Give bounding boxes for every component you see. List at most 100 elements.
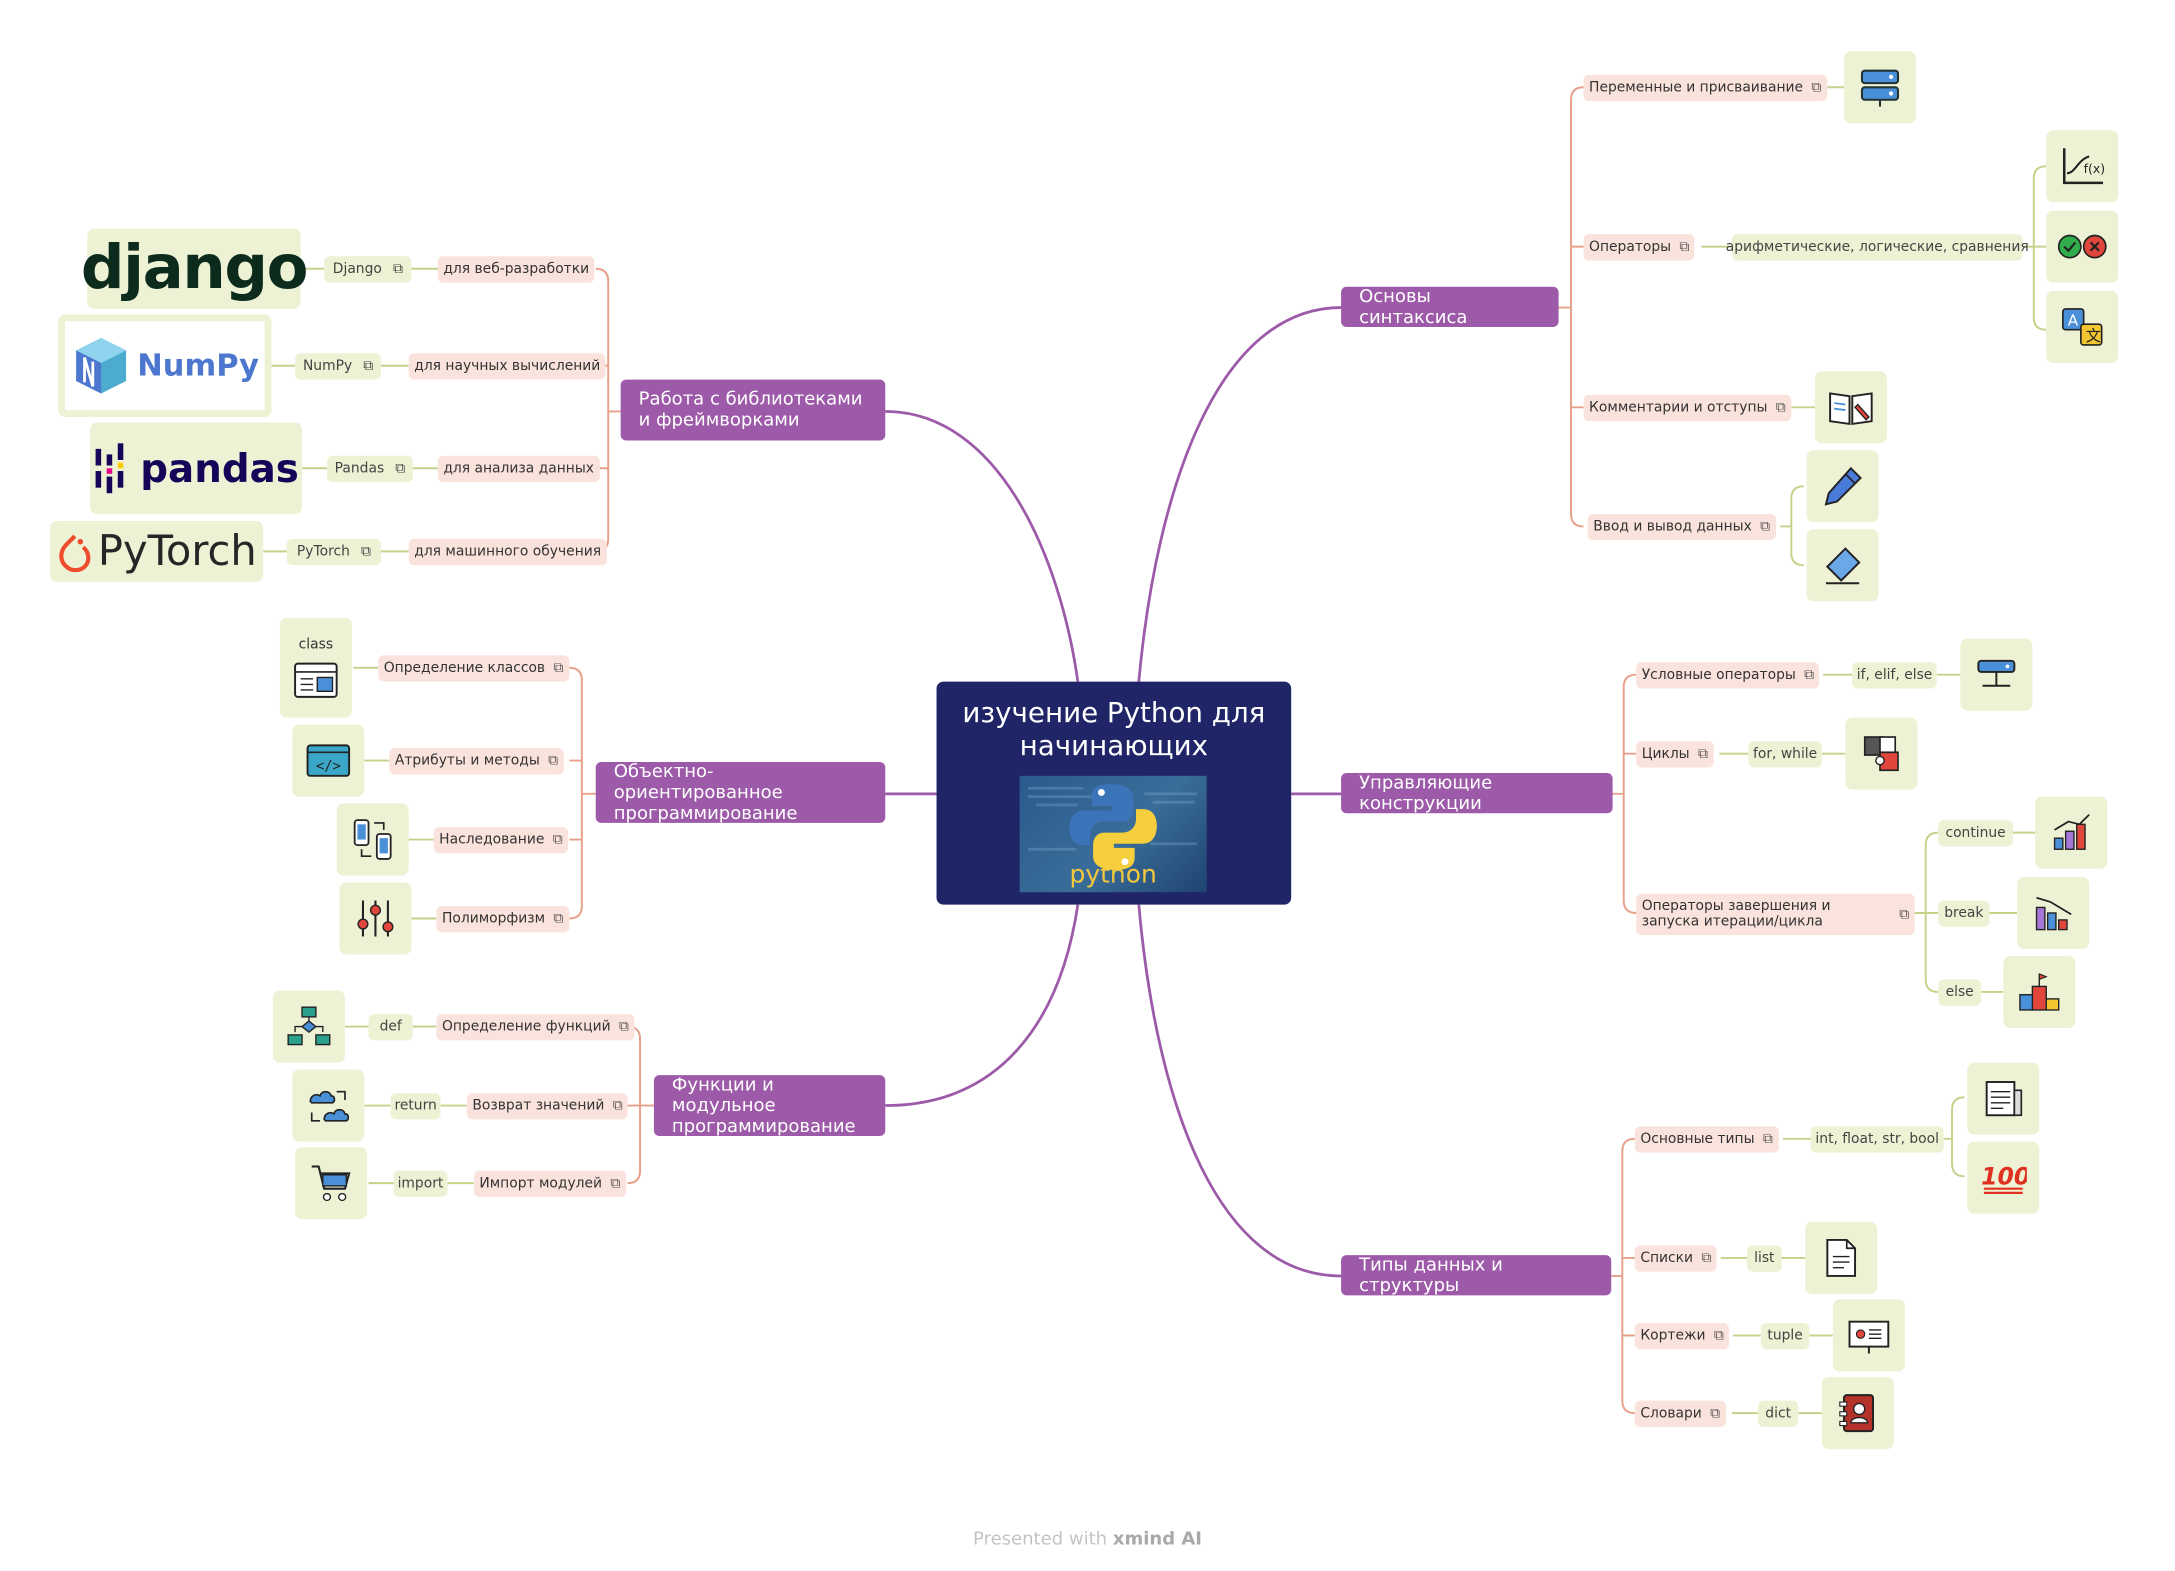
topic-ml[interactable]: для машинного обучения [408,538,607,566]
external-link-icon[interactable]: ⧉ [1701,1251,1712,1267]
topic-comments-label: Комментарии и отступы [1589,400,1768,416]
import-keyword: import [393,1170,448,1197]
external-link-icon[interactable]: ⧉ [1760,519,1771,535]
branch-syntax[interactable]: Основы синтаксиса [1341,286,1559,328]
pandas-link[interactable]: Pandas⧉ [326,455,413,483]
external-link-icon[interactable]: ⧉ [1899,906,1910,922]
topic-tuples-label: Кортежи [1640,1328,1706,1344]
topic-return-values-label: Возврат значений [472,1098,605,1114]
topic-web-dev[interactable]: для веб-разработки [437,256,595,283]
topic-tuples[interactable]: Кортежи ⧉ [1634,1323,1730,1350]
topic-web-dev-label: для веб-разработки [443,261,590,278]
topic-conditional-label: Условные операторы [1641,667,1796,684]
numpy-logo: NumPy [58,314,272,418]
topic-operators-label: Операторы [1589,239,1672,255]
cloud-sync-icon [309,1090,350,1122]
topic-basic-types[interactable]: Основные типы⧉ [1634,1126,1779,1153]
branch-libraries[interactable]: Работа с библиотеками и фреймворками [620,379,886,441]
topic-comments[interactable]: Комментарии и отступы ⧉ [1583,394,1792,422]
external-link-icon[interactable]: ⧉ [618,1019,629,1035]
external-link-icon[interactable]: ⧉ [1762,1131,1773,1148]
polymorphism-image [339,882,412,955]
pytorch-link[interactable]: PyTorch⧉ [286,538,381,566]
presentation-board-icon [1848,1320,1890,1354]
footer-attribution: Presented with xmind AI [0,1529,2175,1550]
topic-conditional[interactable]: Условные операторы ⧉ [1636,662,1820,689]
shopping-cart-icon [311,1165,351,1202]
branch-functions[interactable]: Функции и модульное программирование [653,1074,886,1137]
topic-loops[interactable]: Циклы ⧉ [1636,741,1714,768]
django-link[interactable]: Django⧉ [324,256,412,283]
pen-icon [1824,466,1862,506]
branch-oop[interactable]: Объектно-ориентированное программировани… [595,761,886,824]
topic-io-label: Ввод и вывод данных [1593,519,1752,535]
svg-text:100: 100 [1981,1163,2027,1191]
pandas-logo-text: pandas [140,445,299,492]
svg-text:A: A [2068,312,2079,330]
topic-loop-ops[interactable]: Операторы завершения и запуска итерации/… [1636,893,1915,936]
external-link-icon[interactable]: ⧉ [610,1176,621,1192]
topic-dicts-label: Словари [1640,1406,1702,1422]
topic-variables[interactable]: Переменные и присваивание ⧉ [1583,74,1827,102]
topic-io[interactable]: Ввод и вывод данных ⧉ [1587,513,1776,541]
topic-operators[interactable]: Операторы ⧉ [1583,234,1695,261]
topic-lists[interactable]: Списки⧉ [1634,1245,1717,1272]
topic-dicts[interactable]: Словари ⧉ [1634,1400,1726,1427]
basic-types-keywords: int, float, str, bool [1810,1126,1944,1153]
topic-import-modules[interactable]: Импорт модулей ⧉ [473,1170,626,1197]
podium-icon [2019,973,2060,1011]
topic-polymorphism-label: Полиморфизм [441,911,546,927]
python-wordmark: python [1069,860,1157,890]
svg-text:文: 文 [2086,327,2101,345]
external-link-icon[interactable]: ⧉ [360,544,371,560]
external-link-icon[interactable]: ⧉ [1679,239,1690,255]
topic-inheritance[interactable]: Наследование⧉ [433,827,569,854]
branch-control[interactable]: Управляющие конструкции [1341,772,1613,814]
topic-loops-label: Циклы [1641,746,1690,762]
external-link-icon[interactable]: ⧉ [553,911,564,927]
external-link-icon[interactable]: ⧉ [1697,746,1708,762]
branch-types[interactable]: Типы данных и структуры [1341,1254,1612,1296]
topic-polymorphism[interactable]: Полиморфизм ⧉ [436,906,569,933]
variables-image [1843,51,1917,124]
topic-data-analysis[interactable]: для анализа данных [437,455,600,483]
external-link-icon[interactable]: ⧉ [1804,667,1815,684]
topic-import-modules-label: Импорт модулей [479,1176,603,1192]
external-link-icon[interactable]: ⧉ [552,832,563,848]
external-link-icon[interactable]: ⧉ [548,753,558,769]
def-keyword: def [368,1014,413,1041]
external-link-icon[interactable]: ⧉ [392,261,403,278]
loops-keywords: for, while [1748,741,1822,768]
external-link-icon[interactable]: ⧉ [612,1098,623,1114]
chart-up-icon [2053,813,2090,850]
browser-window-icon [294,661,338,698]
topic-classes-label: Определение классов [383,660,546,677]
topic-define-functions[interactable]: Определение функций⧉ [436,1014,635,1041]
pytorch-flame-icon [58,534,90,573]
topic-attributes[interactable]: Атрибуты и методы ⧉ [389,748,564,775]
external-link-icon[interactable]: ⧉ [553,660,564,677]
external-link-icon[interactable]: ⧉ [1710,1406,1720,1422]
external-link-icon[interactable]: ⧉ [1713,1328,1724,1344]
external-link-icon[interactable]: ⧉ [395,461,406,477]
topic-attributes-label: Атрибуты и методы [394,753,540,769]
operators-description: арифметические, логические, сравнения [1726,234,2029,261]
external-link-icon[interactable]: ⧉ [1811,80,1822,96]
tuples-image [1832,1299,1905,1372]
topic-return-values[interactable]: Возврат значений ⧉ [466,1093,629,1120]
import-modules-image [295,1147,368,1220]
footer-prefix: Presented with [973,1529,1108,1551]
sliders-icon [357,900,394,937]
pytorch-logo: PyTorch [49,520,264,582]
topic-sci-computing[interactable]: для научных вычислений [408,353,606,380]
numpy-link[interactable]: NumPy⧉ [295,353,381,380]
branch-control-label: Управляющие конструкции [1359,772,1493,814]
dicts-image [1821,1377,1894,1450]
footer-brand[interactable]: xmind AI [1112,1529,1203,1551]
external-link-icon[interactable]: ⧉ [363,358,374,375]
topic-classes[interactable]: Определение классов ⧉ [378,655,569,682]
numpy-logo-text: NumPy [137,348,259,384]
external-link-icon[interactable]: ⧉ [1775,400,1786,416]
central-topic[interactable]: изучение Python для начинающих python [936,681,1292,905]
topic-variables-label: Переменные и присваивание [1589,80,1804,96]
